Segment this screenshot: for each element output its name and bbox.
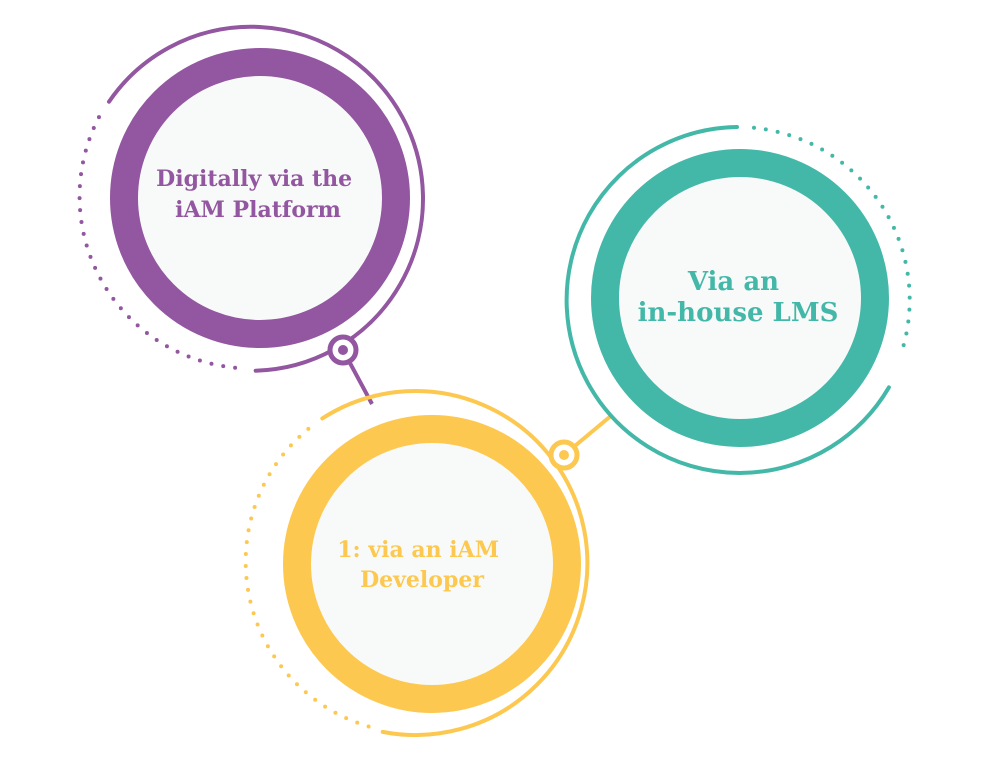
- teal-dotted-arc: [752, 125, 912, 359]
- purple-connector-dot: [338, 345, 348, 355]
- teal-outer-arc: [564, 125, 891, 475]
- yellow-label: 1: via an iAM Developer: [337, 537, 507, 593]
- yellow-ring: [283, 415, 581, 713]
- purple-outer-arc: [107, 24, 425, 373]
- node-purple: Digitally via the iAM Platform: [77, 24, 425, 373]
- teal-ring: [591, 149, 889, 447]
- purple-label: Digitally via the iAM Platform: [156, 166, 360, 223]
- node-teal: Via an in-house LMS: [564, 125, 912, 475]
- yellow-connector-dot: [559, 450, 569, 460]
- purple-ring: [110, 48, 410, 348]
- node-yellow: 1: via an iAM Developer: [243, 389, 590, 738]
- yellow-outer-arc: [320, 389, 590, 738]
- purple-dotted-arc: [77, 110, 238, 370]
- teal-label: Via an in-house LMS: [638, 267, 839, 328]
